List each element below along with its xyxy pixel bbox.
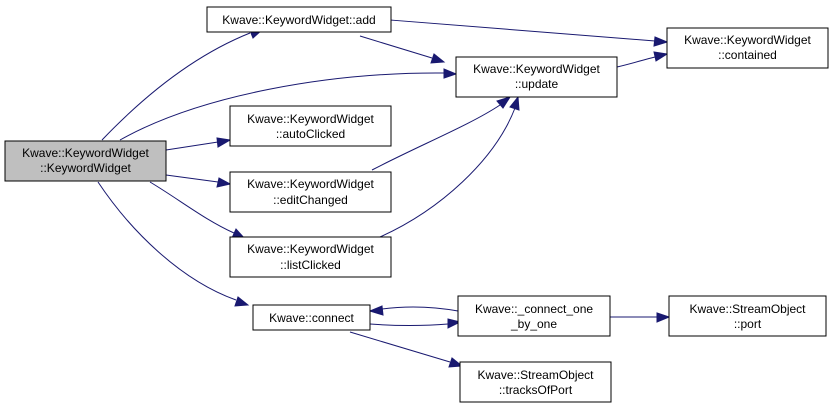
edge-update-contained bbox=[616, 51, 669, 68]
edge-ctor-auto bbox=[165, 137, 232, 151]
node-label: Kwave::StreamObject bbox=[477, 368, 594, 382]
node-label: Kwave::connect bbox=[269, 311, 354, 325]
node-label: ::tracksOfPort bbox=[499, 383, 573, 397]
node-add[interactable]: Kwave::KeywordWidget::add bbox=[206, 6, 392, 33]
node-listclicked[interactable]: Kwave::KeywordWidget ::listClicked bbox=[229, 236, 392, 278]
node-label: ::listClicked bbox=[280, 258, 341, 272]
edge-ctor-connect bbox=[97, 181, 250, 307]
edge-edit-update bbox=[371, 96, 512, 171]
node-label: ::contained bbox=[718, 48, 777, 62]
edge-connect-cobo bbox=[369, 318, 462, 329]
node-label: Kwave::StreamObject bbox=[689, 302, 806, 316]
node-label: ::update bbox=[515, 77, 559, 91]
node-tracksofport[interactable]: Kwave::StreamObject ::tracksOfPort bbox=[459, 361, 612, 403]
edge-cobo-port bbox=[610, 312, 671, 323]
node-label: Kwave::KeywordWidget bbox=[247, 242, 374, 256]
node-update[interactable]: Kwave::KeywordWidget ::update bbox=[455, 56, 618, 98]
node-label: Kwave::KeywordWidget bbox=[22, 146, 149, 160]
edge-ctor-edit bbox=[165, 174, 232, 188]
node-label: ::editChanged bbox=[273, 193, 348, 207]
edge-connect-tracks bbox=[349, 331, 464, 368]
node-label: Kwave::KeywordWidget bbox=[247, 112, 374, 126]
node-label: Kwave::_connect_one bbox=[475, 302, 593, 316]
node-connect[interactable]: Kwave::connect bbox=[252, 304, 371, 331]
node-contained[interactable]: Kwave::KeywordWidget ::contained bbox=[666, 27, 829, 69]
node-connect-one-by-one[interactable]: Kwave::_connect_one _by_one bbox=[457, 295, 611, 337]
node-label: ::KeywordWidget bbox=[40, 161, 131, 175]
node-autoclicked[interactable]: Kwave::KeywordWidget ::autoClicked bbox=[229, 105, 392, 147]
node-keywordwidget-constructor[interactable]: Kwave::KeywordWidget ::KeywordWidget bbox=[4, 140, 167, 182]
edge-add-update bbox=[359, 35, 446, 64]
node-label: Kwave::KeywordWidget bbox=[247, 177, 374, 191]
edge-ctor-update bbox=[119, 68, 458, 141]
edge-cobo-connect bbox=[368, 305, 459, 316]
node-label: _by_one bbox=[510, 317, 557, 331]
edge-add-contained bbox=[389, 19, 669, 47]
node-label: ::autoClicked bbox=[276, 127, 345, 141]
node-label: ::port bbox=[734, 317, 762, 331]
edge-list-update bbox=[379, 95, 520, 238]
node-port[interactable]: Kwave::StreamObject ::port bbox=[668, 295, 827, 337]
node-label: Kwave::KeywordWidget bbox=[473, 62, 600, 76]
node-editchanged[interactable]: Kwave::KeywordWidget ::editChanged bbox=[229, 171, 392, 213]
node-label: Kwave::KeywordWidget bbox=[684, 33, 811, 47]
node-label: Kwave::KeywordWidget::add bbox=[222, 13, 375, 27]
